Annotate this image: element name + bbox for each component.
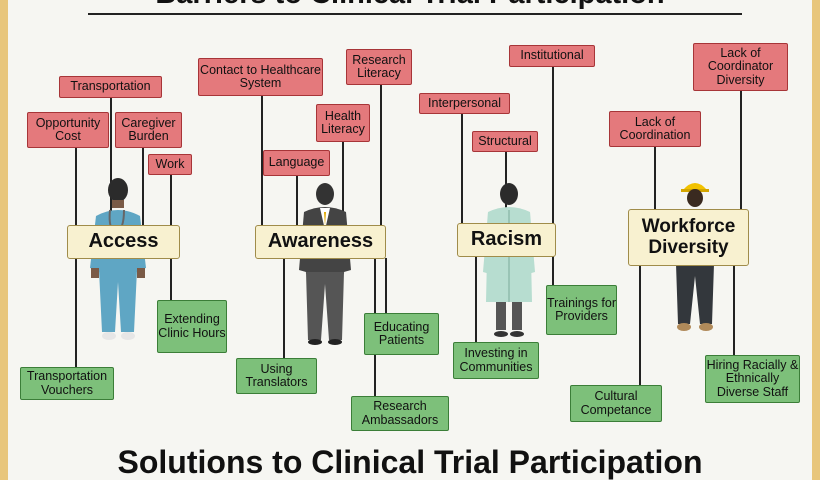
- solution-educating-patients: Educating Patients: [364, 313, 439, 355]
- barrier-contact-to-healthcare-system: Contact to Healthcare System: [198, 58, 323, 96]
- lab-coat-figure: [483, 183, 535, 337]
- solution-extending-clinic-hours: Extending Clinic Hours: [157, 300, 227, 353]
- barrier-language: Language: [263, 150, 330, 176]
- solution-research-ambassadors: Research Ambassadors: [351, 396, 449, 431]
- barrier-opportunity-cost: Opportunity Cost: [27, 112, 109, 148]
- category-workforce-diversity: Workforce Diversity: [628, 209, 749, 266]
- category-racism: Racism: [457, 223, 556, 257]
- barrier-work: Work: [148, 154, 192, 175]
- barrier-structural: Structural: [472, 131, 538, 152]
- solution-investing-in-communities: Investing in Communities: [453, 342, 539, 379]
- solution-hiring-diverse-staff: Hiring Racially & Ethnically Diverse Sta…: [705, 355, 800, 403]
- solutions-title: Solutions to Clinical Trial Participatio…: [117, 444, 703, 480]
- barrier-lack-of-coordination: Lack of Coordination: [609, 111, 701, 147]
- solution-transportation-vouchers: Transportation Vouchers: [20, 367, 114, 400]
- barrier-caregiver-burden: Caregiver Burden: [115, 112, 182, 148]
- barrier-interpersonal: Interpersonal: [419, 93, 510, 114]
- barriers-title: Barriers to Clinical Trial Participation: [0, 0, 820, 11]
- solution-trainings-for-providers: Trainings for Providers: [546, 285, 617, 335]
- barrier-institutional: Institutional: [509, 45, 595, 67]
- barrier-lack-of-coordinator-diversity: Lack of Coordinator Diversity: [693, 43, 788, 91]
- barrier-health-literacy: Health Literacy: [316, 104, 370, 142]
- solution-using-translators: Using Translators: [236, 358, 317, 394]
- title-underline: [88, 13, 742, 15]
- solution-cultural-competance: Cultural Competance: [570, 385, 662, 422]
- person-in-suit-figure: [299, 183, 351, 345]
- category-access: Access: [67, 225, 180, 259]
- category-awareness: Awareness: [255, 225, 386, 259]
- barrier-transportation: Transportation: [59, 76, 162, 98]
- barrier-research-literacy: Research Literacy: [346, 49, 412, 85]
